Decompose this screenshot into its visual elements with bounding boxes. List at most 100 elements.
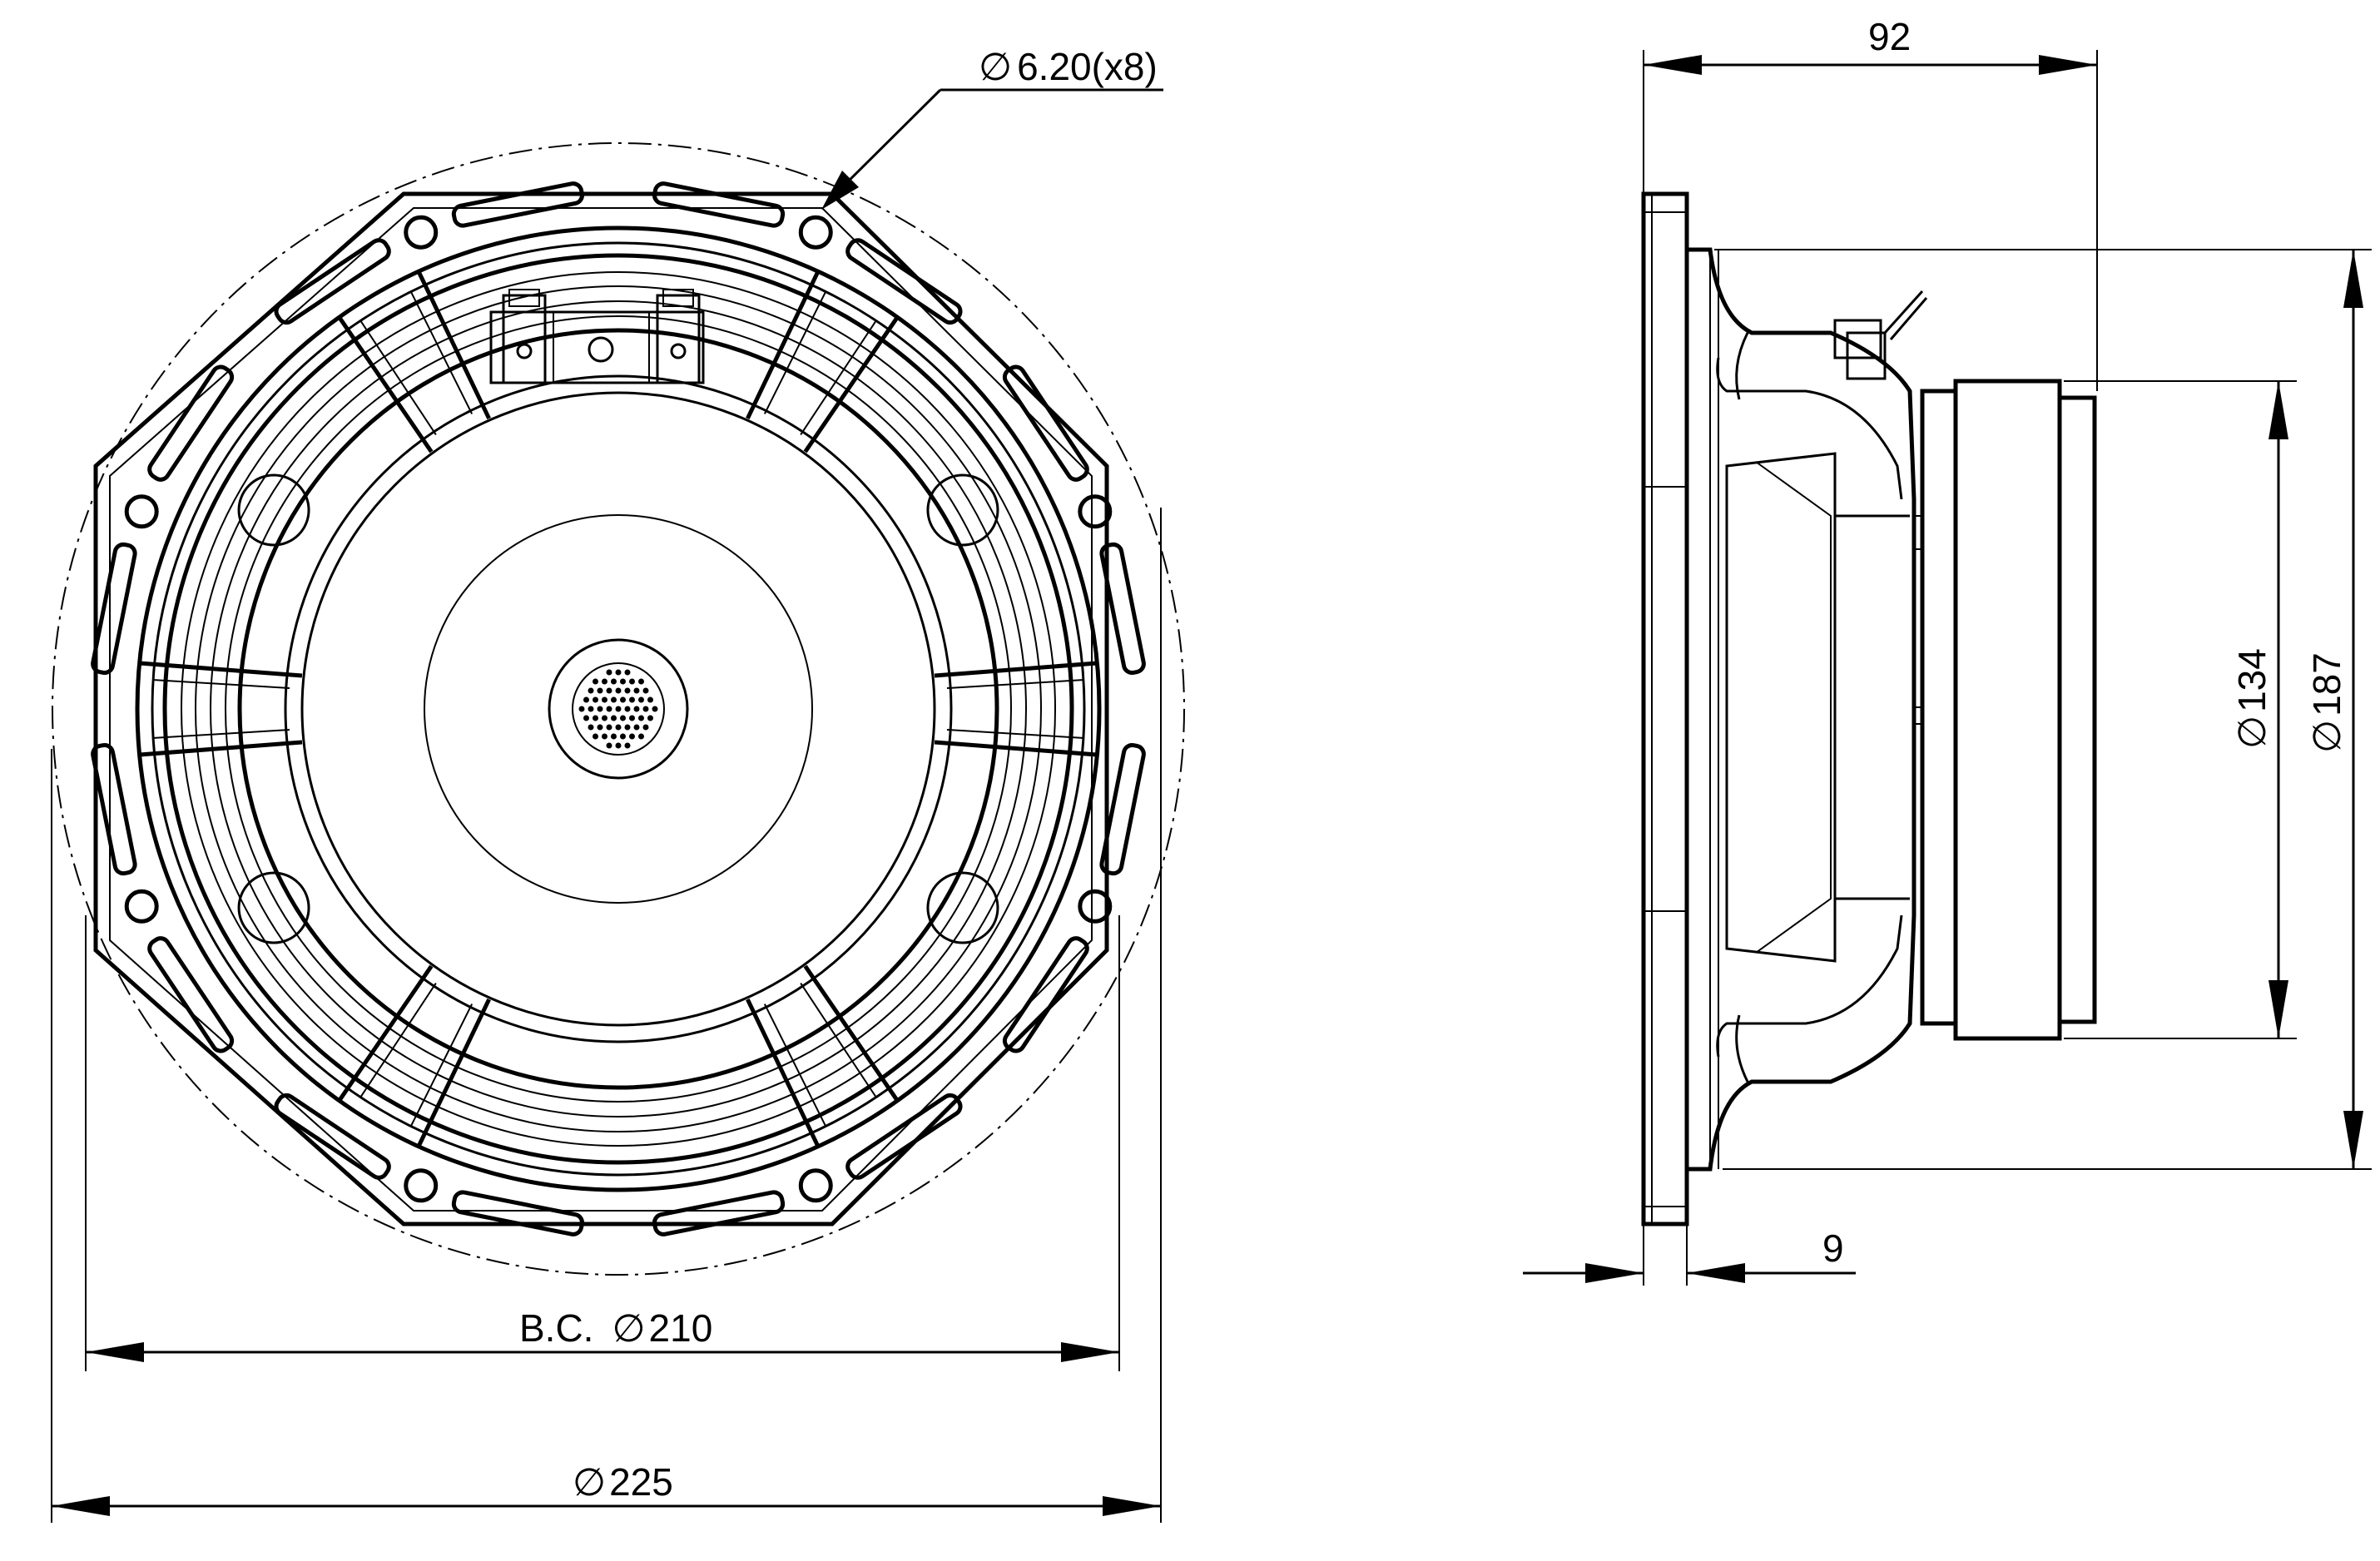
flange-thickness-dimension: 9 [1523, 1224, 1856, 1286]
mesh-hole [602, 715, 607, 721]
mesh-hole [615, 706, 622, 712]
mesh-hole [597, 687, 603, 694]
mesh-hole [633, 687, 640, 694]
mesh-hole [647, 696, 653, 703]
mounting-slot [845, 1093, 963, 1180]
basket-spokes [139, 270, 1098, 1147]
front-view: ∅6.20(x8) B.C.∅210 ∅225 [51, 45, 1185, 1523]
terminal-block [489, 289, 705, 384]
mesh-hole [629, 696, 635, 703]
mounting-slot [451, 181, 585, 228]
mesh-hole [624, 742, 631, 749]
mesh-hole [593, 678, 598, 685]
mesh-hole [633, 724, 640, 731]
mesh-hole [638, 733, 644, 740]
svg-text:∅134: ∅134 [2230, 648, 2273, 749]
mesh-hole [611, 678, 617, 685]
magnet-diameter-dimension: ∅134 [2064, 380, 2297, 1039]
mesh-hole [606, 724, 612, 731]
bolt-circle-dimension: B.C. ∅210 [85, 915, 1120, 1371]
surround-ring-5 [225, 315, 1012, 1103]
mesh-hole [624, 706, 631, 712]
outer-diameter-value: 225 [609, 1460, 673, 1504]
mesh-hole [638, 715, 644, 721]
mesh-hole [624, 687, 631, 694]
mounting-hole [124, 889, 159, 924]
depth-dimension: 92 [1643, 15, 2098, 391]
mesh-hole [583, 696, 589, 703]
flange-thickness-value: 9 [1822, 1226, 1844, 1270]
surround-ring-3 [195, 285, 1042, 1132]
depth-value: 92 [1868, 15, 1911, 58]
mounting-slot [147, 936, 235, 1053]
mounting-slot [274, 1093, 391, 1180]
mounting-slot [1002, 364, 1089, 482]
hole-callout-symbol: ∅ [979, 45, 1012, 88]
bolt-circle-prefix: B.C. [519, 1306, 593, 1350]
side-view: 92 9 ∅134 [1523, 15, 2372, 1286]
frame-inner-ring [151, 241, 1086, 1177]
mounting-slot [1099, 742, 1146, 876]
outer-diameter-symbol: ∅ [573, 1460, 606, 1504]
hole-callout-value: 6.20(x8) [1017, 45, 1158, 88]
mesh-hole [597, 724, 603, 731]
mesh-hole [611, 733, 617, 740]
cone-outer-edge [237, 328, 999, 1090]
mesh-hole [638, 696, 644, 703]
mesh-hole [602, 678, 607, 685]
mesh-hole [606, 687, 612, 694]
bolt-circle-value: 210 [649, 1306, 713, 1350]
mesh-hole [647, 715, 653, 721]
basket-spoke [337, 270, 491, 453]
flange [1641, 191, 1689, 1226]
mesh-hole [593, 733, 598, 740]
mesh-hole [615, 724, 622, 731]
mounting-hole [1078, 889, 1113, 924]
mesh-hole [633, 706, 640, 712]
mesh-hole [615, 669, 622, 676]
vent-window [237, 871, 310, 944]
hole-callout: ∅6.20(x8) [821, 45, 1163, 210]
mesh-hole [606, 669, 612, 676]
basket-spoke [746, 270, 900, 453]
mesh-hole [620, 696, 626, 703]
mounting-hole [798, 1168, 833, 1203]
outer-diameter-circle [52, 142, 1185, 1276]
mesh-hole [611, 696, 617, 703]
basket-profile [1687, 247, 1916, 1172]
vent-window [926, 473, 999, 547]
svg-text:∅187: ∅187 [2305, 652, 2348, 753]
mesh-hole [642, 706, 649, 712]
mesh-hole [620, 715, 626, 721]
bolt-circle-symbol: ∅ [612, 1306, 645, 1350]
phase-plug-inner [572, 662, 665, 756]
mesh-hole [629, 715, 635, 721]
cutout-diameter-value: 187 [2305, 652, 2348, 716]
mounting-hole [404, 215, 439, 250]
mesh-hole [615, 742, 622, 749]
magnet-back-plate [1920, 389, 1958, 1026]
vent-window [237, 473, 310, 547]
mounting-slot [91, 542, 137, 676]
mounting-slot [845, 238, 963, 325]
mesh-hole [629, 678, 635, 685]
mesh-hole [620, 678, 626, 685]
svg-text:∅225: ∅225 [573, 1460, 673, 1504]
mesh-hole [642, 724, 649, 731]
mesh-hole [588, 724, 594, 731]
mounting-slot [1099, 542, 1146, 676]
mesh-hole [597, 706, 603, 712]
mesh-hole [611, 715, 617, 721]
mounting-hole [1078, 494, 1113, 529]
dust-cap-outer [424, 514, 813, 904]
svg-text:∅6.20(x8): ∅6.20(x8) [979, 45, 1158, 88]
basket-spoke [337, 964, 491, 1147]
mesh-hole [588, 706, 594, 712]
mesh-hole [652, 706, 658, 712]
mesh-hole [578, 706, 585, 712]
mounting-slot [652, 1190, 786, 1236]
mesh-hole [642, 687, 649, 694]
mounting-slot [147, 364, 235, 482]
surround-outer [162, 253, 1074, 1165]
mesh-hole [606, 706, 612, 712]
